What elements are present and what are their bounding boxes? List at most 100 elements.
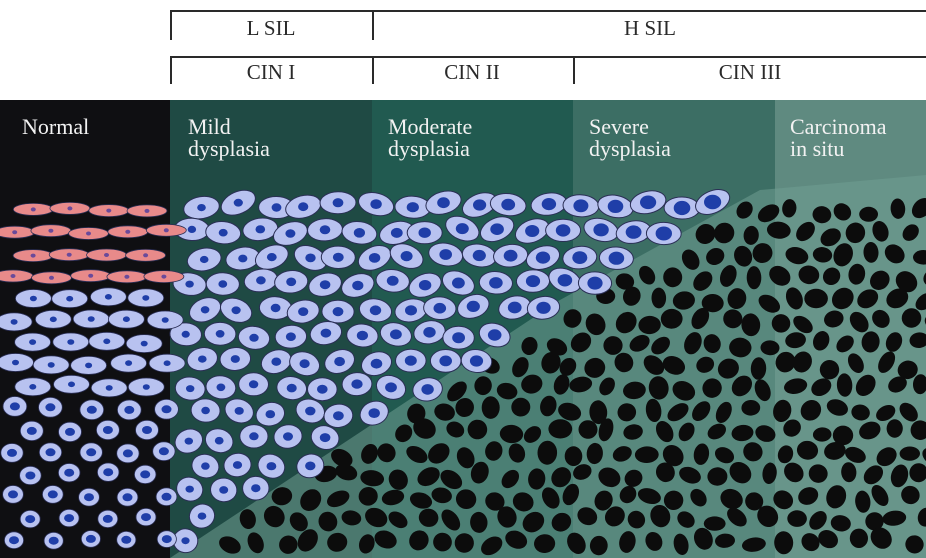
dysplastic-nucleus [333,411,344,420]
malignant-cell [548,419,572,438]
dysplastic-nucleus [238,255,247,263]
dysplastic-nucleus [608,200,624,213]
cin-divider-tick-1 [372,56,374,84]
dysplastic-nucleus [188,226,196,233]
normal-nucleus [67,339,74,345]
normal-nucleus [103,468,113,476]
dysplastic-nucleus [401,251,413,261]
dysplastic-nucleus [351,379,362,388]
normal-nucleus [103,339,110,345]
dysplastic-nucleus [452,332,465,343]
normal-nucleus [29,384,36,390]
dysplastic-nucleus [354,228,365,238]
dysplastic-nucleus [185,281,193,288]
dysplastic-nucleus [489,277,503,288]
cin-2-label: CIN II [444,60,499,85]
normal-nucleus [65,428,75,436]
normal-nucleus [103,515,113,523]
normal-nucleus [124,275,129,279]
dysplastic-nucleus [405,305,417,315]
stage-label-severe-dysplasia: Severe dysplasia [589,116,671,160]
dysplastic-nucleus [407,202,419,212]
dysplastic-nucleus [266,410,276,418]
dysplastic-nucleus [490,223,504,235]
normal-nucleus [141,341,148,347]
dysplastic-nucleus [186,486,194,493]
dysplastic-nucleus [536,252,550,264]
dysplastic-nucleus [200,256,209,263]
normal-nucleus [45,403,55,411]
normal-nucleus [106,385,113,391]
dysplastic-nucleus [298,307,308,316]
normal-nucleus [164,360,171,366]
dysplastic-nucleus [439,356,452,367]
normal-nucleus [48,229,53,233]
dysplastic-nucleus [542,198,556,210]
normal-nucleus [67,253,72,257]
normal-nucleus [30,296,37,302]
cin-row-top-rule [170,56,926,58]
dysplastic-nucleus [249,432,258,440]
dysplastic-nucleus [305,254,315,263]
normal-nucleus [143,253,148,257]
normal-nucleus [64,469,74,477]
normal-nucleus [87,406,97,414]
dysplastic-nucleus [271,304,281,312]
normal-nucleus [162,317,169,323]
dysplastic-nucleus [504,250,518,262]
dysplastic-nucleus [508,302,522,314]
dysplastic-nucleus [370,305,381,315]
normal-cell [0,270,33,282]
normal-nucleus [161,275,166,279]
dysplastic-nucleus [272,203,282,211]
dysplastic-nucleus [391,228,403,238]
dysplastic-nucleus [385,382,397,392]
dysplastic-nucleus [473,199,486,210]
dysplastic-nucleus [321,329,332,338]
normal-nucleus [49,537,59,545]
dysplastic-nucleus [573,199,588,212]
sil-divider-tick [372,10,374,40]
dysplastic-nucleus [434,303,447,314]
dysplastic-nucleus [456,223,469,234]
sil-row-top-rule [170,10,926,12]
dysplastic-nucleus [287,384,297,393]
dysplastic-nucleus [423,327,435,338]
normal-nucleus [140,470,150,478]
dysplastic-nucleus [421,384,433,395]
dysplastic-nucleus [640,196,656,210]
normal-nucleus [162,535,172,543]
dysplastic-nucleus [405,356,417,366]
dysplastic-nucleus [233,461,242,469]
dysplastic-nucleus [357,331,368,341]
dysplastic-nucleus [525,225,539,237]
dysplastic-nucleus [218,280,227,288]
dysplastic-nucleus [439,249,452,260]
normal-nucleus [145,209,150,213]
normal-nucleus [86,448,96,456]
normal-nucleus [85,363,92,369]
normal-nucleus [159,447,169,455]
normal-nucleus [64,514,74,522]
dysplastic-nucleus [320,433,331,442]
normal-nucleus [84,493,94,501]
dysplastic-nucleus [488,329,502,340]
normal-nucleus [86,535,96,543]
dysplastic-nucleus [419,228,431,238]
dysplastic-nucleus [501,199,515,211]
dysplastic-nucleus [587,277,602,290]
dysplastic-nucleus [231,355,240,363]
normal-nucleus [164,228,169,232]
dysplastic-nucleus [305,407,315,416]
normal-nucleus [68,382,75,388]
dysplastic-nucleus [286,332,296,341]
dysplastic-nucleus [437,197,450,208]
dysplastic-nucleus [256,276,266,284]
malignant-cell [482,396,500,419]
dysplastic-nucleus [255,225,265,233]
normal-nucleus [50,317,57,323]
normal-nucleus [49,276,54,280]
stage-label-moderate-dysplasia: Moderate dysplasia [388,116,472,160]
dysplastic-nucleus [390,329,402,339]
